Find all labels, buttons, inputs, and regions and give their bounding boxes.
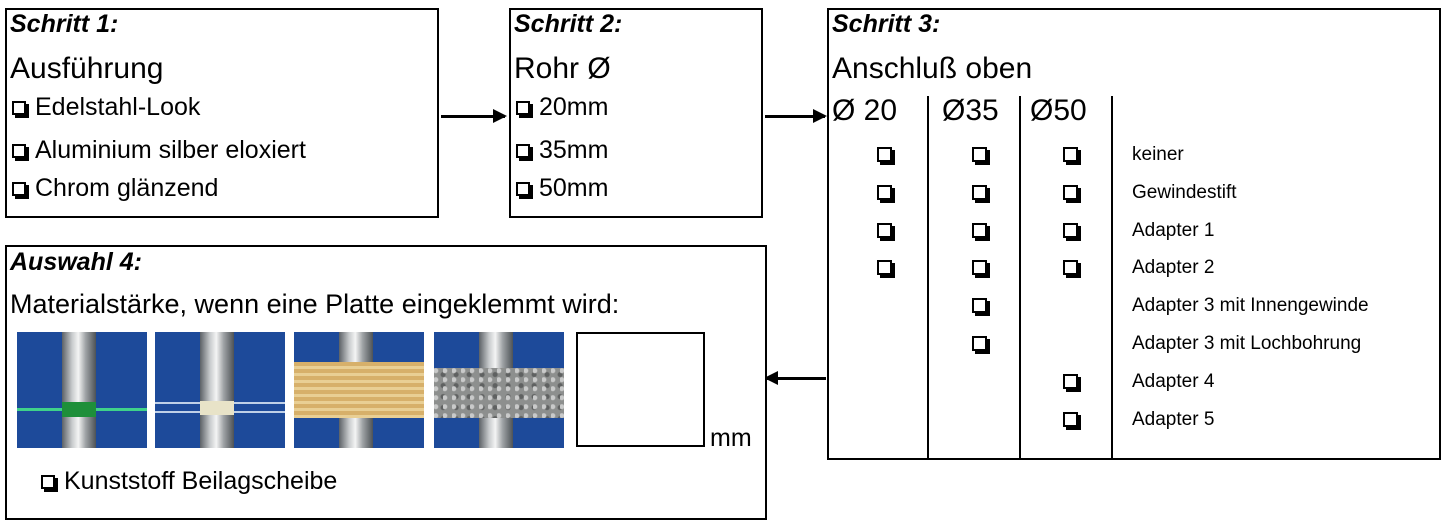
unit-label: mm [710,424,752,452]
option-label: 35mm [539,136,609,164]
row-label: Adapter 3 mit Lochbohrung [1132,333,1362,354]
checkbox[interactable] [1063,373,1078,389]
step1-title: Schritt 1: [10,10,119,38]
step1-option-edelstahl[interactable]: Edelstahl-Look [12,93,200,122]
photo-stone-slab [434,332,564,448]
step1-panel [5,8,439,218]
step4-option-kunststoff[interactable]: Kunststoff Beilagscheibe [41,467,337,496]
row-label: Adapter 3 mit Innengewinde [1132,295,1369,317]
option-label: Aluminium silber eloxiert [35,136,306,164]
checkbox[interactable] [877,184,892,200]
step1-heading: Ausführung [10,52,164,85]
checkbox[interactable] [1063,184,1078,200]
arrow-right-icon [441,109,507,123]
checkbox[interactable] [972,184,987,200]
photo-thin-plate [155,332,285,448]
plate [294,362,424,418]
checkbox[interactable] [12,143,26,158]
step2-title: Schritt 2: [514,10,623,38]
step3-title: Schritt 3: [832,10,941,38]
step2-option-35mm[interactable]: 35mm [516,136,608,165]
row-label: Adapter 4 [1132,370,1215,392]
option-label: 20mm [539,93,609,121]
step4-heading: Materialstärke, wenn eine Platte eingekl… [10,289,620,319]
checkbox[interactable] [972,298,987,314]
column-header-50: Ø50 [1030,94,1087,127]
spacer [62,402,96,417]
rod [62,332,96,448]
checkbox[interactable] [877,260,892,276]
column-divider [1019,96,1021,460]
option-label: Kunststoff Beilagscheibe [64,467,338,495]
step1-option-aluminium[interactable]: Aluminium silber eloxiert [12,136,306,165]
photo-green-spacer [17,332,147,448]
checkbox[interactable] [516,181,530,196]
row-label: Adapter 1 [1132,219,1215,241]
checkbox[interactable] [1063,147,1078,162]
step2-option-50mm[interactable]: 50mm [516,174,608,203]
option-label: Chrom glänzend [35,174,219,202]
step2-panel [509,8,763,218]
checkbox[interactable] [12,100,26,115]
checkbox[interactable] [877,147,892,162]
checkbox[interactable] [877,222,892,238]
arrow-left-icon [764,371,826,385]
step2-heading: Rohr Ø [514,52,611,85]
step3-heading: Anschluß oben [832,52,1033,85]
step2-option-20mm[interactable]: 20mm [516,93,608,122]
checkbox[interactable] [972,260,987,276]
column-divider [1111,96,1113,460]
checkbox[interactable] [12,181,26,196]
rod [200,332,234,448]
arrow-right-icon [765,109,827,123]
step4-title: Auswahl 4: [10,248,142,276]
row-label: Adapter 5 [1132,408,1215,430]
checkbox[interactable] [1063,411,1078,427]
column-header-35: Ø35 [942,94,999,127]
plate [434,368,564,418]
checkbox[interactable] [41,474,55,489]
checkbox[interactable] [1063,260,1078,276]
option-label: 50mm [539,174,609,202]
photo-wood-layers [294,332,424,448]
spacer [200,401,234,415]
row-label: keiner [1132,144,1184,165]
checkbox[interactable] [516,143,530,158]
option-label: Edelstahl-Look [35,93,201,121]
step3-panel [827,8,1441,460]
checkbox[interactable] [1063,222,1078,238]
row-label: Adapter 2 [1132,257,1215,279]
checkbox[interactable] [972,336,987,351]
column-divider [927,96,929,460]
checkbox[interactable] [516,100,530,115]
thickness-input[interactable] [576,332,705,447]
row-label: Gewindestift [1132,181,1237,203]
step1-option-chrom[interactable]: Chrom glänzend [12,174,218,203]
checkbox[interactable] [972,222,987,238]
checkbox[interactable] [972,147,987,162]
column-header-20: Ø 20 [832,94,898,127]
